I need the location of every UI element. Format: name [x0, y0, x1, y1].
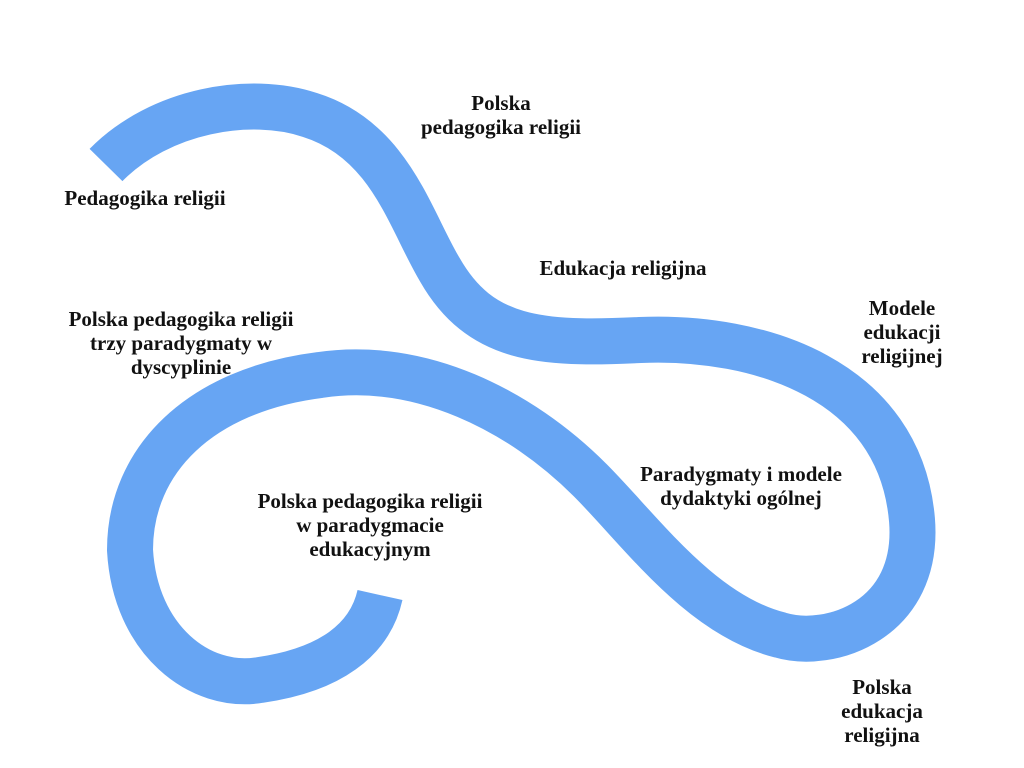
label-pedagogika-religii: Pedagogika religii [64, 186, 226, 210]
label-paradygmat-edukacyjny: Polska pedagogika religii w paradygmacie… [257, 489, 483, 561]
label-polska-pedagogika-religii: Polska pedagogika religii [420, 91, 582, 139]
label-trzy-paradygmaty: Polska pedagogika religii trzy paradygma… [68, 307, 294, 379]
label-paradygmaty-i-modele: Paradygmaty i modele dydaktyki ogólnej [640, 462, 842, 510]
label-edukacja-religijna: Edukacja religijna [539, 256, 707, 280]
label-modele-edukacji-religijnej: Modele edukacji religijnej [861, 296, 943, 368]
label-polska-edukacja-religijna: Polska edukacja religijna [841, 675, 923, 747]
ribbon-path [89, 83, 936, 705]
